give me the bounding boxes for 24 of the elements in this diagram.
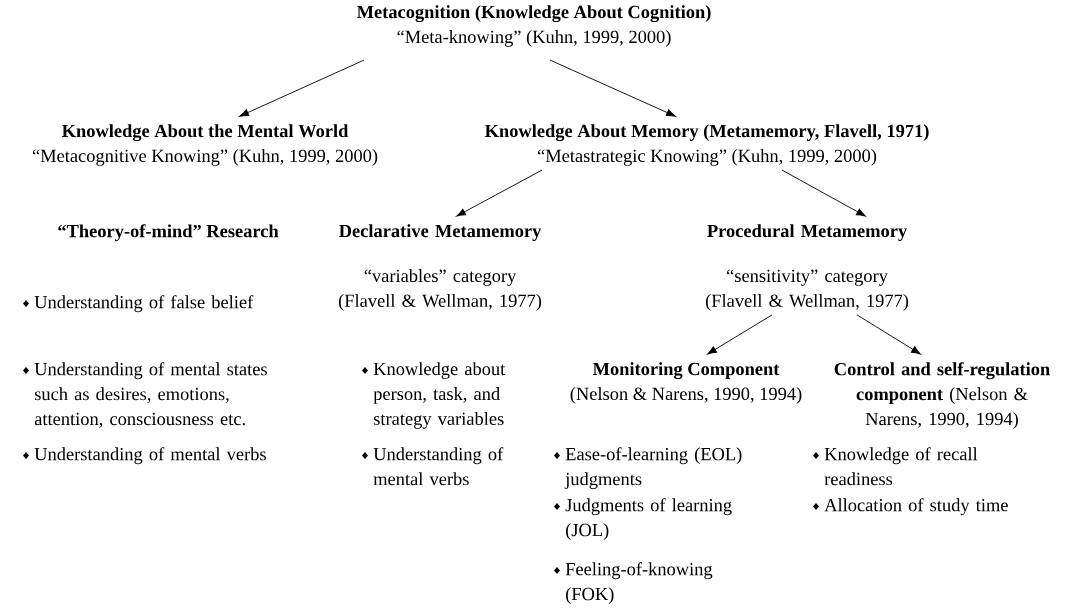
bullet-item: Understanding of mental states such as desires, emotions, attention, consciousness etc. bbox=[23, 362, 267, 428]
arrow bbox=[856, 314, 921, 355]
heading-text: Metacognition (Knowledge About Cognition) “Meta-knowing” (Kuhn, 1999, 2000) bbox=[356, 5, 711, 47]
arrow bbox=[549, 59, 676, 117]
heading-text: Knowledge About the Mental World “Metacognitive Knowing” (Kuhn, 1999, 2000) bbox=[32, 124, 378, 166]
heading-text: Monitoring Component (Nelson & Narens, 1990, 1994) bbox=[570, 362, 802, 404]
heading-text: Knowledge About Memory (Metamemory, Flavell, 1971) “Metastrategic Knowing” (Kuhn, 1999, 2000) bbox=[484, 124, 929, 166]
arrow bbox=[239, 59, 365, 117]
bullet-item: Judgments of learning (JOL) bbox=[554, 498, 732, 540]
bullet-item: Ease-of-learning (EOL) judgments bbox=[554, 447, 742, 490]
bullet-item: Knowledge about person, task, and strategy variables bbox=[362, 362, 506, 429]
heading-text: Procedural Metamemory “sensitivity” category (Flavell & Wellman, 1977) bbox=[705, 224, 909, 311]
arrow bbox=[456, 169, 543, 217]
bullet-item: Allocation of study time bbox=[813, 498, 1008, 516]
heading-text: Declarative Metamemory “variables” category (Flavell & Wellman, 1977) bbox=[338, 224, 542, 311]
heading-text: Control and self-regulation component (Nelson & Narens, 1990, 1994) bbox=[834, 362, 1050, 429]
bullet-item: Understanding of mental verbs bbox=[23, 447, 266, 465]
bullet-item: Understanding of false belief bbox=[23, 295, 254, 313]
section-heading: “Theory-of-mind” Research bbox=[58, 224, 279, 242]
bullet-item: Knowledge of recall readiness bbox=[813, 447, 978, 486]
arrow bbox=[707, 314, 773, 355]
bullet-item: Feeling-of-knowing (FOK) bbox=[554, 562, 713, 604]
arrow bbox=[781, 169, 866, 217]
bullet-item: Understanding of mental verbs bbox=[362, 447, 504, 486]
